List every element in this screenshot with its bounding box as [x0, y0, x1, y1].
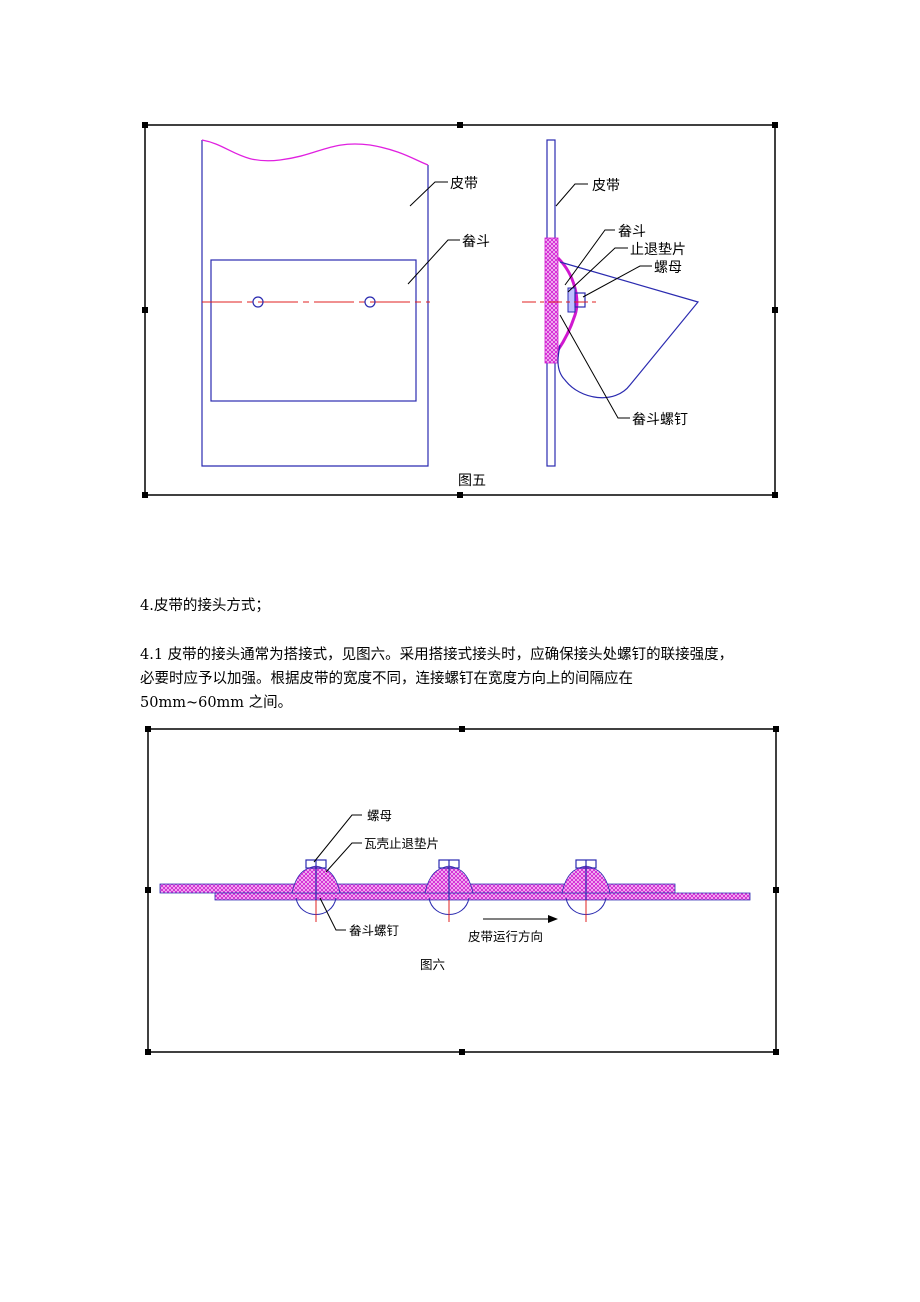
paragraph-line-3: 50mm~60mm 之间。: [140, 695, 293, 711]
figure-5-caption: 图五: [458, 473, 486, 489]
bolt-hole-left: [252, 296, 264, 308]
belt-side-view: [522, 139, 700, 467]
label-nut: 螺母: [654, 260, 682, 276]
label-nut-fig6: 螺母: [367, 808, 392, 823]
label-bucket-right: 畚斗: [618, 224, 646, 240]
label-bolt-fig6: 畚斗螺钉: [349, 923, 400, 938]
figure-5: 皮带 畚斗 皮带 畚斗 止退垫片 螺母 畚斗螺钉 图五: [142, 122, 778, 498]
label-direction: 皮带运行方向: [468, 929, 543, 944]
paragraph-line-2: 必要时应予以加强。根据皮带的宽度不同，连接螺钉在宽度方向上的间隔应在: [140, 671, 633, 687]
label-belt-right: 皮带: [592, 178, 620, 194]
belt-lap-joint: [159, 883, 751, 901]
figure-6-caption: 图六: [420, 957, 445, 972]
frame-handles: [145, 726, 779, 1055]
bucket-front-view: [210, 259, 417, 402]
bolt-assembly-1: [291, 859, 341, 922]
label-washer-fig6: 瓦壳止退垫片: [364, 836, 439, 851]
section-heading: 4.皮带的接头方式；: [140, 598, 270, 614]
label-washer: 止退垫片: [630, 242, 686, 258]
belt-front-view: [201, 139, 460, 467]
bolt-hole-right: [364, 296, 376, 308]
bolt-assembly-2: [424, 859, 474, 922]
bolt-assembly-3: [561, 859, 611, 922]
frame-handles: [142, 122, 778, 498]
paragraph-line-1: 4.1 皮带的接头通常为搭接式，见图六。采用搭接式接头时，应确保接头处螺钉的联接…: [140, 647, 734, 663]
label-belt-left: 皮带: [450, 176, 478, 192]
figure-6: 螺母 瓦壳止退垫片 畚斗螺钉 皮带运行方向 图六: [145, 726, 779, 1055]
label-bucket-left: 畚斗: [462, 234, 490, 250]
label-bolt: 畚斗螺钉: [632, 412, 688, 428]
